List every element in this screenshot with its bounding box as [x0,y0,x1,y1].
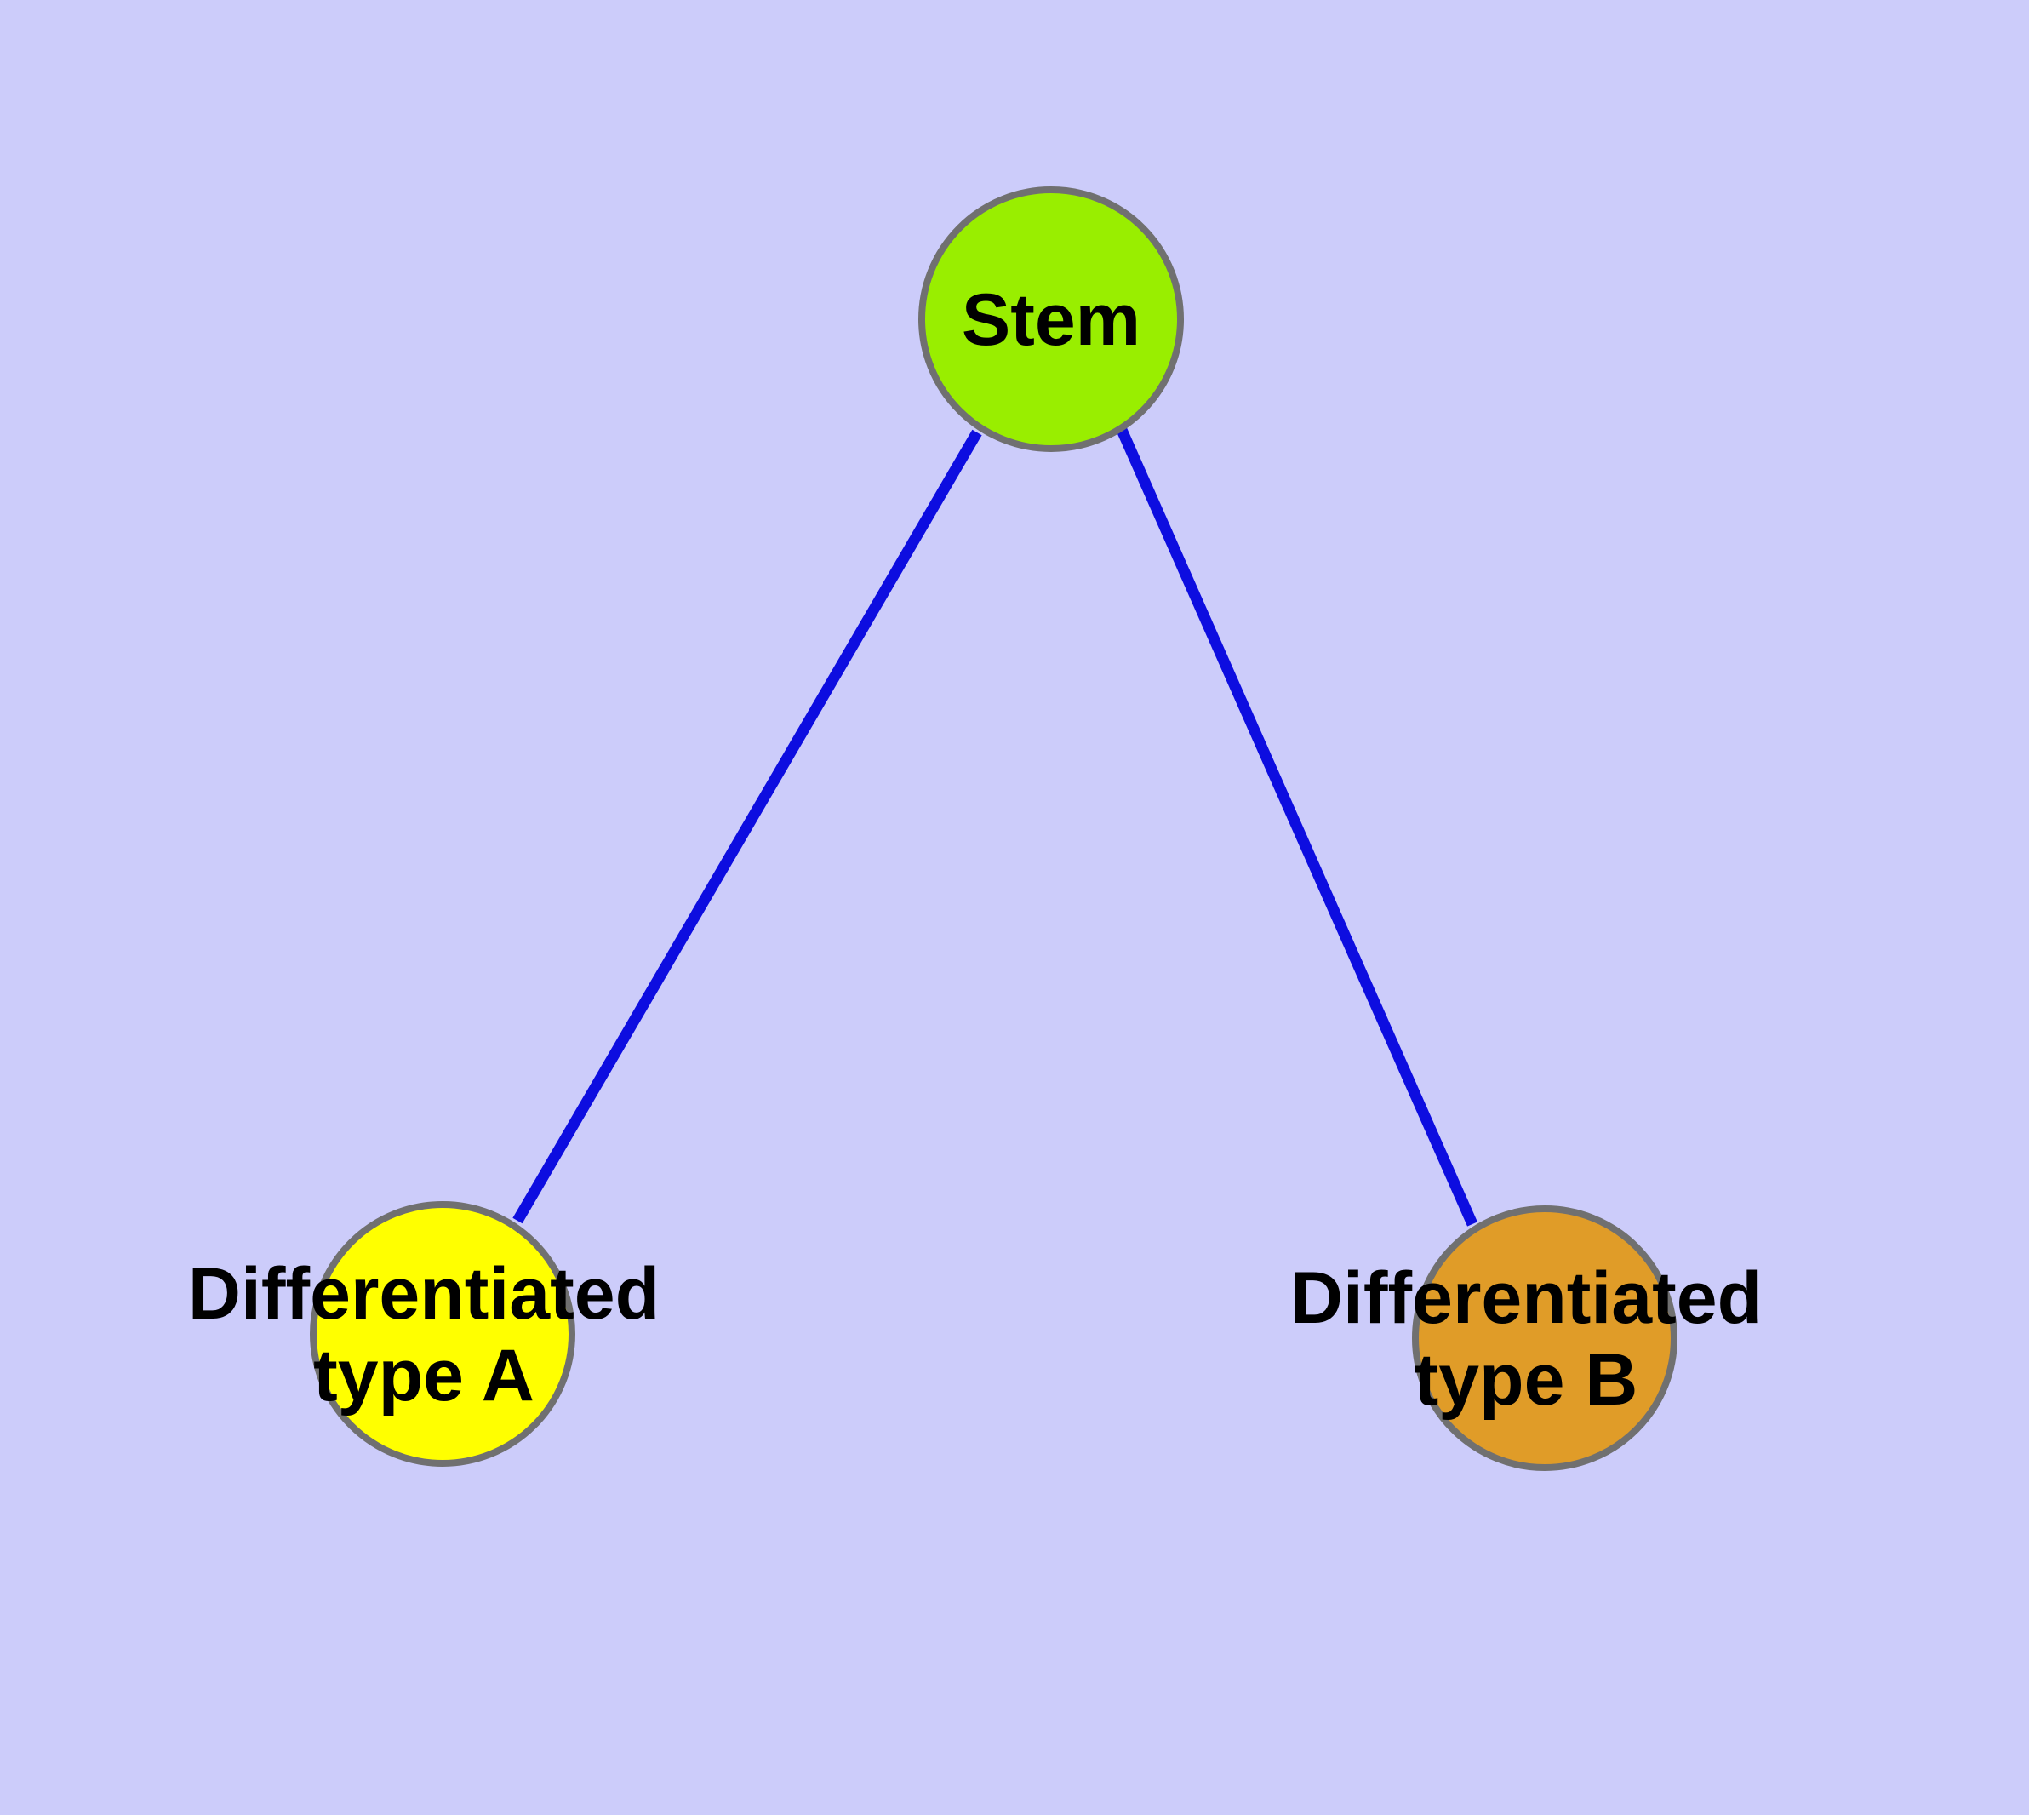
node-differentiated-type-a[interactable] [310,1201,575,1467]
edge-layer [512,427,1477,1227]
node-differentiated-type-b-circle[interactable] [1412,1205,1677,1471]
node-differentiated-type-a-circle[interactable] [310,1201,575,1467]
label-line: type B [1415,1339,1638,1421]
edge-stem-to-differentiated-type-b[interactable] [1117,427,1477,1227]
node-differentiated-type-b[interactable] [1412,1205,1677,1471]
label-line: type A [313,1335,534,1417]
node-layer [310,186,1677,1471]
label-line: Differentiated [1290,1257,1762,1339]
node-stem-circle[interactable] [918,186,1184,452]
node-stem[interactable] [918,186,1184,452]
label-line: Stem [962,279,1140,361]
edge-stem-to-differentiated-type-a[interactable] [512,429,982,1224]
node-stem-label: Stem [962,279,1140,361]
label-line: Differentiated [188,1253,660,1335]
